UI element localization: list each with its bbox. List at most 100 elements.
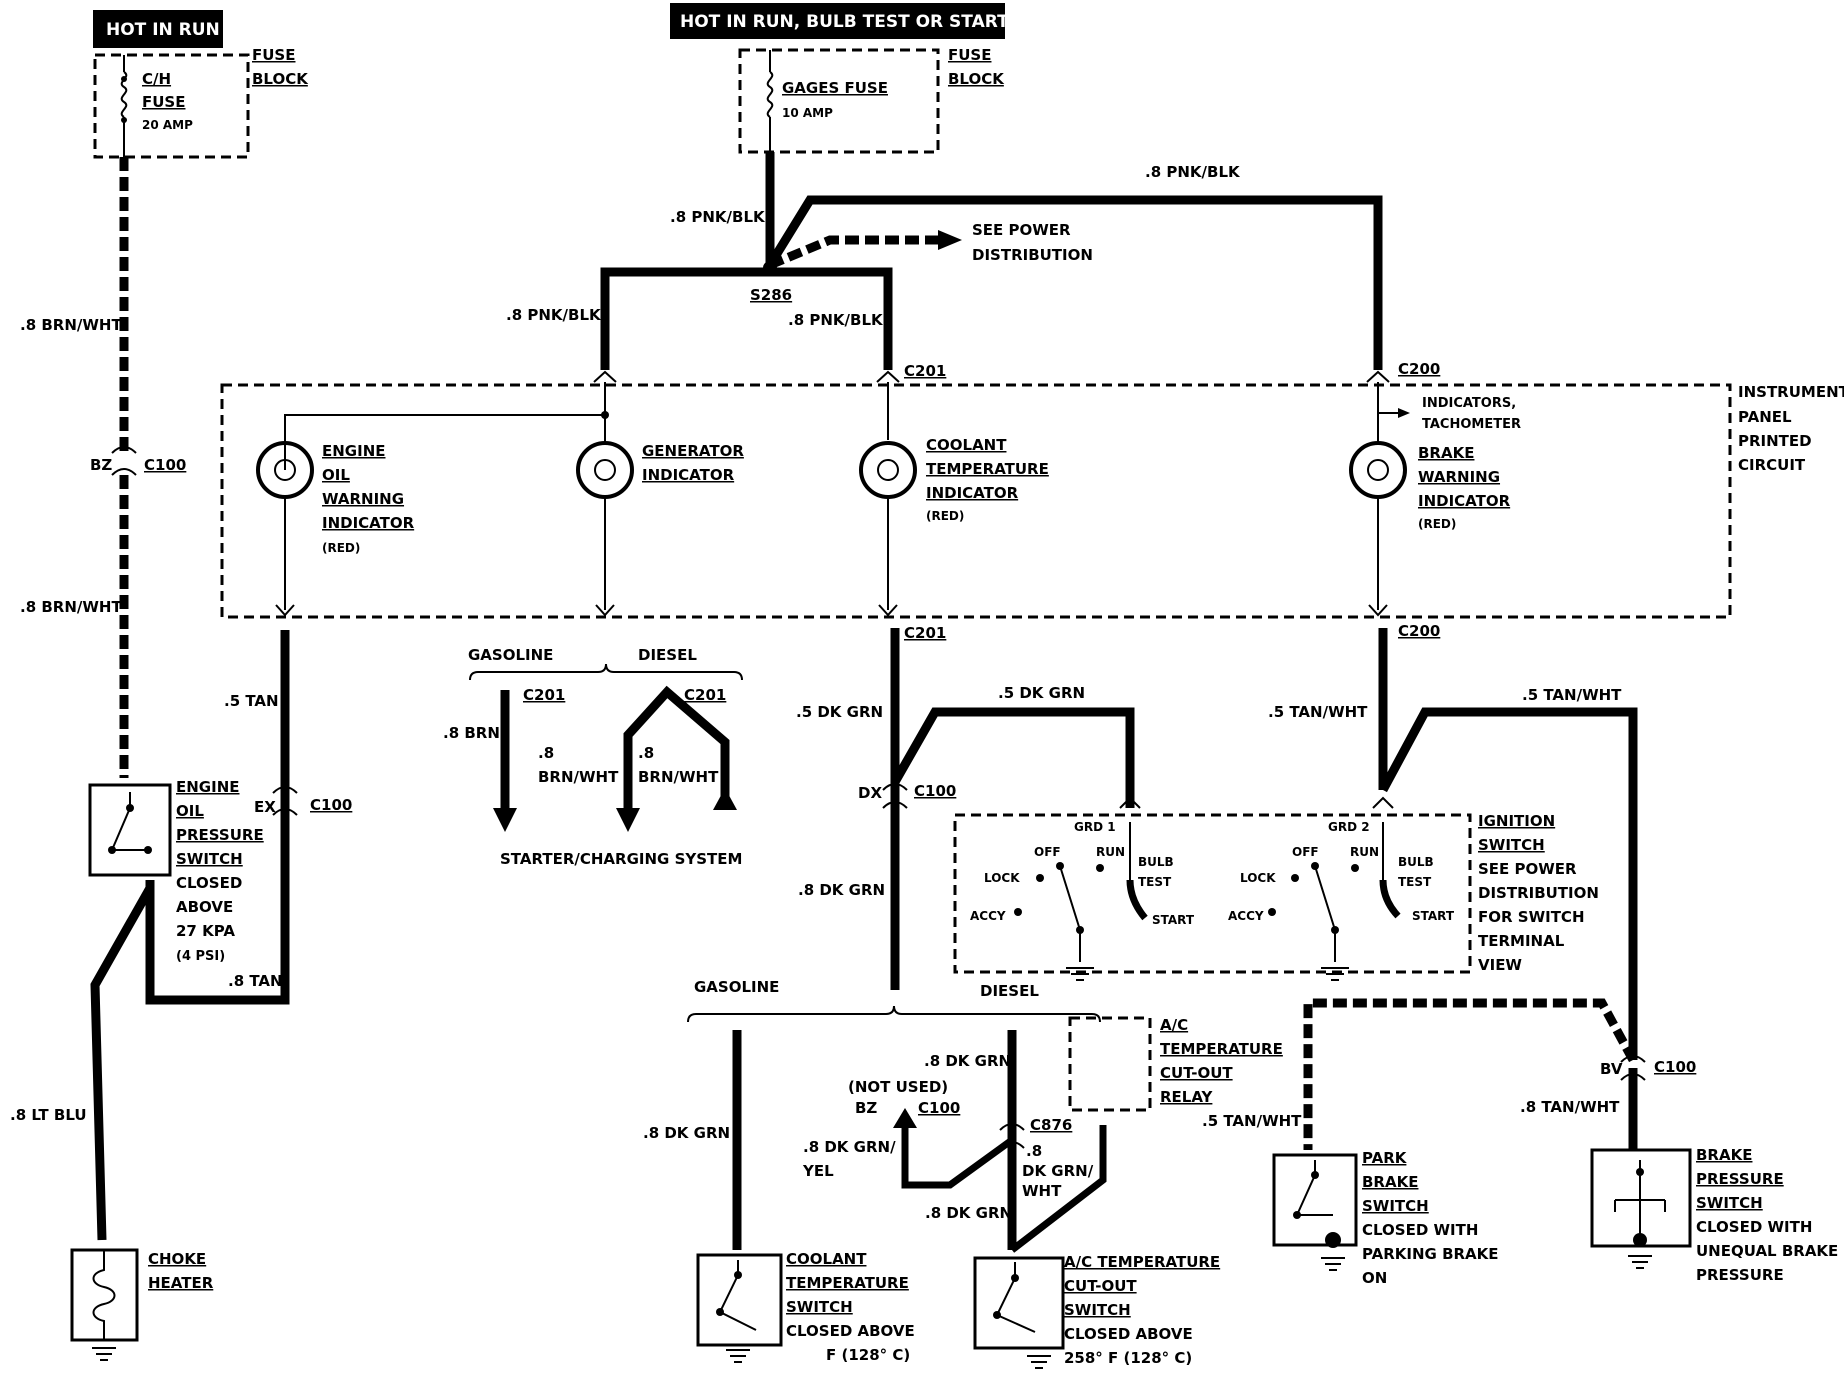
wire-tan-wht-brake (1379, 707, 1638, 1060)
connector-label: C100 (144, 456, 186, 474)
choke-heater-label-2: HEATER (148, 1274, 214, 1292)
wire-tan-wht-park (1303, 998, 1637, 1150)
fuse-rating-left: 20 AMP (142, 118, 193, 132)
ground-icon (1321, 1257, 1345, 1271)
generator-indicator-label: GENERATOR INDICATOR (642, 442, 744, 484)
fuse-block-label-left-1: FUSE (252, 46, 295, 64)
switch-terminal (108, 846, 116, 854)
connector-label: C100 (310, 796, 352, 814)
ground-icon (1027, 1355, 1051, 1369)
svg-text:CLOSED WITH: CLOSED WITH (1696, 1218, 1812, 1236)
brake-indicator-label: BRAKE WARNING INDICATOR (RED) (1418, 444, 1511, 531)
ignition-terminal (1096, 864, 1104, 872)
fuse-icon-left (120, 55, 128, 157)
wire-label: BRN/WHT (538, 768, 619, 786)
svg-text:DISTRIBUTION: DISTRIBUTION (1478, 884, 1599, 902)
ignition-switch (953, 813, 1472, 974)
wire-lt-blu (90, 885, 154, 1241)
fuse-block-center (738, 48, 940, 154)
svg-text:CLOSED ABOVE: CLOSED ABOVE (786, 1322, 915, 1340)
switch-terminal (1311, 1171, 1319, 1179)
fuse-block-label-left-2: BLOCK (252, 70, 309, 88)
ip-label-3: PRINTED (1738, 432, 1812, 450)
wire-label: .8 (1026, 1142, 1042, 1160)
connector-c100-ex (272, 786, 298, 816)
wire-dk-grn-yel (901, 1125, 1015, 1189)
connector-label: BZ (855, 1099, 877, 1117)
svg-text:(RED): (RED) (322, 541, 360, 555)
svg-text:LOCK: LOCK (984, 871, 1020, 885)
fuse-terminal (121, 76, 127, 82)
wire-label: .5 DK GRN (796, 703, 883, 721)
fuse-block-label-center-2: BLOCK (948, 70, 1005, 88)
wire-label: .8 PNK/BLK (788, 311, 884, 329)
connector-chevrons-top (593, 370, 1390, 383)
switch-terminal (734, 1271, 742, 1279)
svg-text:RELAY: RELAY (1160, 1088, 1214, 1106)
wire-label: .8 LT BLU (10, 1106, 87, 1124)
ground-icon (726, 1349, 750, 1363)
switch-terminal (126, 804, 134, 812)
svg-text:INDICATOR: INDICATOR (926, 484, 1019, 502)
connector-c100-bv (1620, 1055, 1646, 1081)
connector-label: C201 (684, 686, 726, 704)
park-brake-switch (1272, 1153, 1358, 1247)
header-hot-in-run-bulb-test (670, 3, 1005, 39)
wire-dk-grn-ign (891, 707, 1135, 808)
svg-text:F (128° C): F (128° C) (826, 1346, 910, 1364)
svg-text:COOLANT: COOLANT (786, 1250, 867, 1268)
wire-label: .8 DK GRN (643, 1124, 730, 1142)
svg-text:VIEW: VIEW (1478, 956, 1522, 974)
connector-chevrons-bottom (275, 604, 1388, 617)
see-power-label: SEE POWER (972, 221, 1071, 239)
svg-text:(4 PSI): (4 PSI) (176, 949, 225, 964)
wire-label: .8 DK GRN (798, 881, 885, 899)
ac-temp-switch-label: A/C TEMPERATURE CUT-OUT SWITCH CLOSED AB… (1064, 1253, 1220, 1367)
ignition-contact-icon (1059, 822, 1131, 962)
svg-text:GRD 2: GRD 2 (1328, 820, 1370, 834)
connector-c100-dx (882, 783, 908, 809)
svg-text:SWITCH: SWITCH (176, 850, 243, 868)
switch-contact-icon (995, 1262, 1036, 1333)
brake-warning-bulb-icon (1349, 441, 1407, 499)
wire-label: .8 DK GRN/ (803, 1138, 896, 1156)
wire-label: .8 PNK/BLK (506, 306, 602, 324)
svg-text:BULB: BULB (1138, 855, 1174, 869)
wire-label: WHT (1022, 1182, 1062, 1200)
switch-terminal (1636, 1168, 1644, 1176)
ip-label-1: INSTRUMENT (1738, 383, 1844, 401)
switch-terminal (716, 1308, 724, 1316)
connector-label: C200 (1398, 622, 1440, 640)
svg-text:WARNING: WARNING (1418, 468, 1500, 486)
switch-contact-icon (1296, 1160, 1333, 1216)
svg-text:CLOSED ABOVE: CLOSED ABOVE (1064, 1325, 1193, 1343)
svg-text:RUN: RUN (1096, 845, 1125, 859)
svg-text:BRAKE: BRAKE (1696, 1146, 1752, 1164)
oil-pressure-switch (88, 783, 172, 877)
oil-pressure-switch-label: ENGINE OIL PRESSURE SWITCH CLOSED ABOVE … (176, 778, 264, 964)
svg-text:OFF: OFF (1292, 845, 1319, 859)
park-brake-switch-label: PARK BRAKE SWITCH CLOSED WITH PARKING BR… (1362, 1149, 1499, 1287)
svg-text:BULB: BULB (1398, 855, 1434, 869)
wire-pnk-blk-upper (766, 195, 1383, 370)
svg-text:258° F (128° C): 258° F (128° C) (1064, 1349, 1192, 1367)
svg-text:SWITCH: SWITCH (1478, 836, 1545, 854)
svg-text:LOCK: LOCK (1240, 871, 1276, 885)
svg-text:START: START (1412, 909, 1455, 923)
ignition-terminal (1311, 862, 1319, 870)
ignition-contact-icon (1314, 822, 1384, 962)
svg-text:OIL: OIL (322, 466, 350, 484)
fuse-block-label-center-1: FUSE (948, 46, 991, 64)
gasoline-label: GASOLINE (694, 978, 779, 996)
switch-terminal (144, 846, 152, 854)
svg-text:TEMPERATURE: TEMPERATURE (786, 1274, 909, 1292)
svg-text:GENERATOR: GENERATOR (642, 442, 744, 460)
wire-label: .8 BRN/WHT (20, 598, 122, 616)
svg-text:SWITCH: SWITCH (786, 1298, 853, 1316)
engine-oil-indicator-label: ENGINE OIL WARNING INDICATOR (RED) (322, 442, 415, 555)
svg-text:OIL: OIL (176, 802, 204, 820)
ac-temperature-cutout-relay (1068, 1016, 1152, 1112)
connector-label: BZ (90, 456, 112, 474)
svg-text:PRESSURE: PRESSURE (1696, 1170, 1784, 1188)
